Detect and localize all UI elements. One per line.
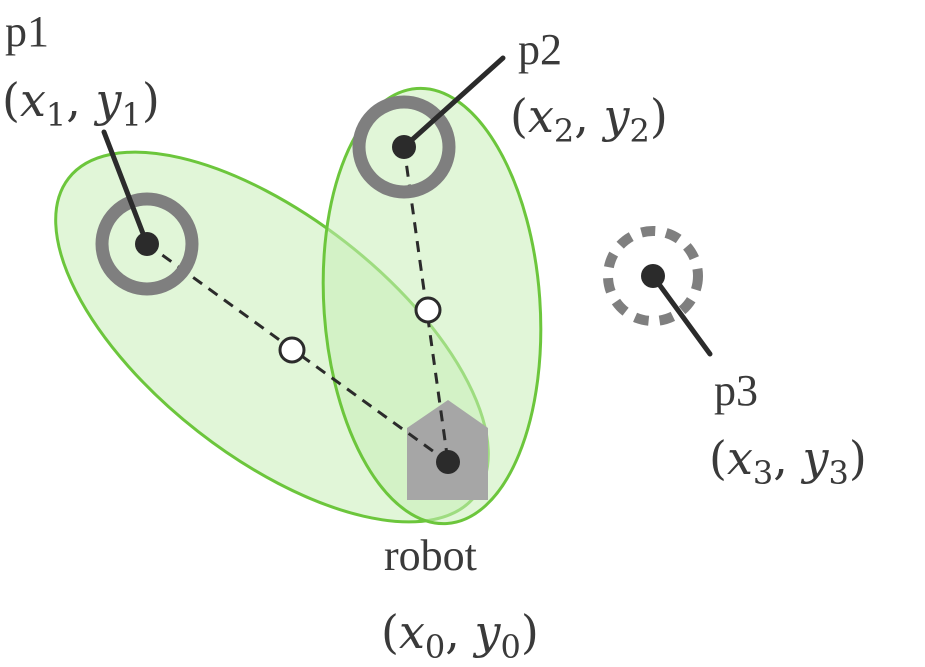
- uncertainty-regions: [54, 86, 543, 526]
- midpoint-p2-robot: [414, 296, 442, 324]
- coord-p3: (x3, y3): [709, 431, 867, 492]
- dot-p3: [641, 264, 665, 288]
- ring-p2: [352, 95, 456, 199]
- coord-robot: (x0, y0): [381, 605, 539, 666]
- dot-robot: [436, 450, 460, 474]
- leader-line-p3: [650, 273, 713, 357]
- midpoint-p1-robot: [278, 336, 306, 364]
- label-p3: p3: [714, 366, 758, 415]
- leader-lines: [101, 55, 713, 357]
- dashed-line-p1-robot: [146, 242, 449, 464]
- coord-p1: (x1, y1): [2, 73, 160, 134]
- dot-p1: [135, 232, 159, 256]
- coord-p2: (x2, y2): [510, 89, 668, 150]
- label-p1: p1: [5, 7, 49, 56]
- ring-p1: [95, 192, 199, 296]
- label-robot: robot: [384, 531, 477, 580]
- leader-line-p1: [101, 129, 150, 247]
- leader-line-p2: [401, 55, 506, 150]
- label-p2: p2: [518, 25, 562, 74]
- ring-p3: [603, 226, 703, 326]
- dot-p2: [392, 135, 416, 159]
